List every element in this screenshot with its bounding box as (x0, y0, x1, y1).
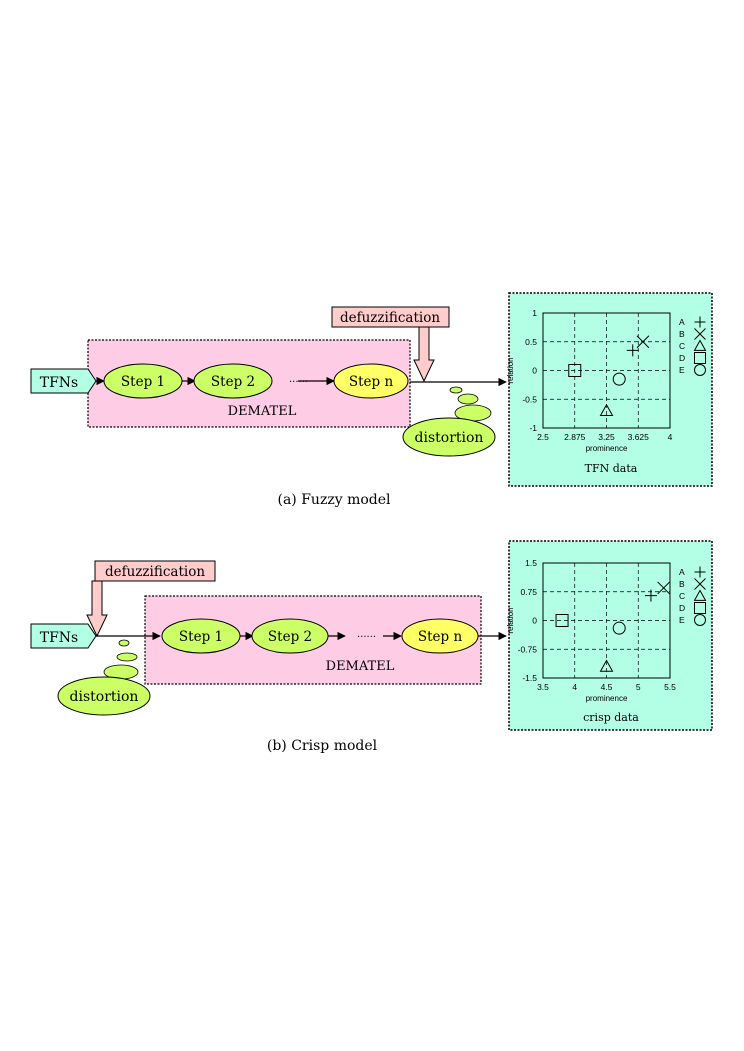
x-tick-label: 5 (636, 682, 641, 692)
crisp-model: DEMATEL TFNs ...... Step 1 Step 2 Step n… (30, 540, 713, 754)
x-tick-label: 4 (668, 432, 673, 442)
fuzzy-distortion-label: distortion (415, 430, 484, 446)
x-tick-label: 2.875 (564, 432, 586, 442)
crisp-distortion-bubble (57, 676, 151, 716)
crisp-bubble-1 (118, 639, 130, 647)
legend-marker-c (693, 589, 707, 601)
crisp-tfns-input (30, 623, 97, 649)
legend-label: E (679, 615, 685, 625)
crisp-scatter-chart: 3.5 4 4.5 5 5.5 1.5 0.75 0 -0.75 -1.5 prominence re… (506, 558, 707, 703)
crisp-bubble-2 (116, 652, 138, 662)
x-axis-label: prominence (586, 444, 628, 453)
y-tick-label: 1.5 (525, 558, 537, 568)
fuzzy-dematel-label: DEMATEL (228, 404, 297, 419)
y-tick-label: -0.75 (518, 644, 538, 654)
y-tick-label: 0 (532, 616, 537, 626)
crisp-distortion-label: distortion (70, 689, 139, 705)
data-point-e (612, 621, 626, 635)
legend-label: D (679, 603, 685, 613)
crisp-panel-label: crisp data (583, 711, 639, 724)
legend-marker-d (694, 352, 706, 364)
x-tick-label: 3.625 (628, 432, 650, 442)
y-tick-label: 0.75 (520, 587, 537, 597)
x-tick-label: 3.25 (598, 432, 615, 442)
fuzzy-step-2 (193, 363, 273, 399)
data-point-c (599, 403, 614, 417)
x-tick-label: 3.5 (537, 682, 549, 692)
data-point-a (626, 344, 639, 357)
fuzzy-ellipsis: ...... (289, 374, 308, 385)
legend-label: B (679, 579, 685, 589)
data-point-d (555, 614, 569, 627)
legend-marker-a (694, 566, 706, 578)
y-tick-label: 0.5 (525, 337, 537, 347)
legend-marker-a (694, 316, 706, 328)
fuzzy-model: DEMATEL TFNs ...... Step 1 Step 2 Step n… (30, 292, 713, 508)
fuzzy-defuzz-box (331, 306, 450, 328)
crisp-step-1-label: Step 1 (179, 629, 223, 645)
legend-label: E (679, 365, 685, 375)
crisp-step-1 (161, 618, 241, 654)
y-axis-label: relation (506, 607, 515, 633)
fuzzy-scatter-chart: 2.5 2.875 3.25 3.625 4 1 0.5 0 -0.5 -1 prominence r… (506, 308, 707, 453)
data-point-d (568, 364, 582, 377)
crisp-tfns-label: TFNs (40, 630, 79, 646)
crisp-step-n (401, 618, 479, 654)
legend-marker-b (694, 328, 706, 340)
crisp-step-n-label: Step n (418, 629, 463, 645)
crisp-defuzz-box (94, 560, 216, 582)
y-axis-label: relation (506, 357, 515, 383)
y-tick-label: -0.5 (522, 394, 537, 404)
legend-label: D (679, 353, 685, 363)
fuzzy-panel-label: TFN data (585, 462, 638, 475)
legend-marker-e (694, 614, 706, 626)
legend-marker-e (694, 364, 706, 376)
fuzzy-tfns-input (30, 368, 97, 394)
data-point-b (657, 581, 671, 595)
x-tick-label: 5.5 (664, 682, 676, 692)
y-tick-label: 0 (532, 366, 537, 376)
fuzzy-distortion-bubble (402, 417, 496, 457)
data-point-a (644, 589, 657, 602)
y-tick-label: -1.5 (522, 673, 537, 683)
fuzzy-defuzz-label: defuzzification (340, 310, 440, 326)
fuzzy-step-2-label: Step 2 (211, 374, 255, 390)
crisp-step-2-label: Step 2 (268, 629, 312, 645)
x-tick-label: 4.5 (601, 682, 613, 692)
y-tick-label: -1 (529, 423, 537, 433)
fuzzy-step-1 (103, 363, 183, 399)
legend-marker-b (694, 578, 706, 590)
legend-label: A (679, 567, 685, 577)
crisp-step-2 (251, 618, 329, 654)
x-tick-label: 2.5 (537, 432, 549, 442)
legend-marker-c (693, 339, 707, 351)
data-point-b (636, 335, 650, 349)
legend-label: A (679, 317, 685, 327)
fuzzy-step-1-label: Step 1 (121, 374, 165, 390)
data-point-e (612, 372, 626, 386)
legend-marker-d (694, 602, 706, 614)
y-tick-label: 1 (532, 308, 537, 318)
data-point-c (599, 659, 614, 672)
legend-label: B (679, 329, 685, 339)
fuzzy-caption: (a) Fuzzy model (278, 492, 392, 508)
fuzzy-defuzz-arrow (413, 326, 435, 383)
fuzzy-bubble-1 (449, 386, 463, 394)
crisp-caption: (b) Crisp model (267, 738, 378, 754)
legend-label: C (679, 591, 685, 601)
fuzzy-bubble-2 (457, 393, 479, 405)
legend-label: C (679, 341, 685, 351)
x-tick-label: 4 (572, 682, 577, 692)
fuzzy-step-n-label: Step n (349, 374, 394, 390)
crisp-defuzz-label: defuzzification (105, 564, 205, 580)
x-axis-label: prominence (586, 694, 628, 703)
crisp-ellipsis: ...... (357, 629, 376, 640)
fuzzy-tfns-label: TFNs (40, 375, 79, 391)
fuzzy-step-n (333, 363, 409, 399)
crisp-dematel-label: DEMATEL (326, 659, 395, 674)
crisp-defuzz-arrow (86, 580, 108, 638)
